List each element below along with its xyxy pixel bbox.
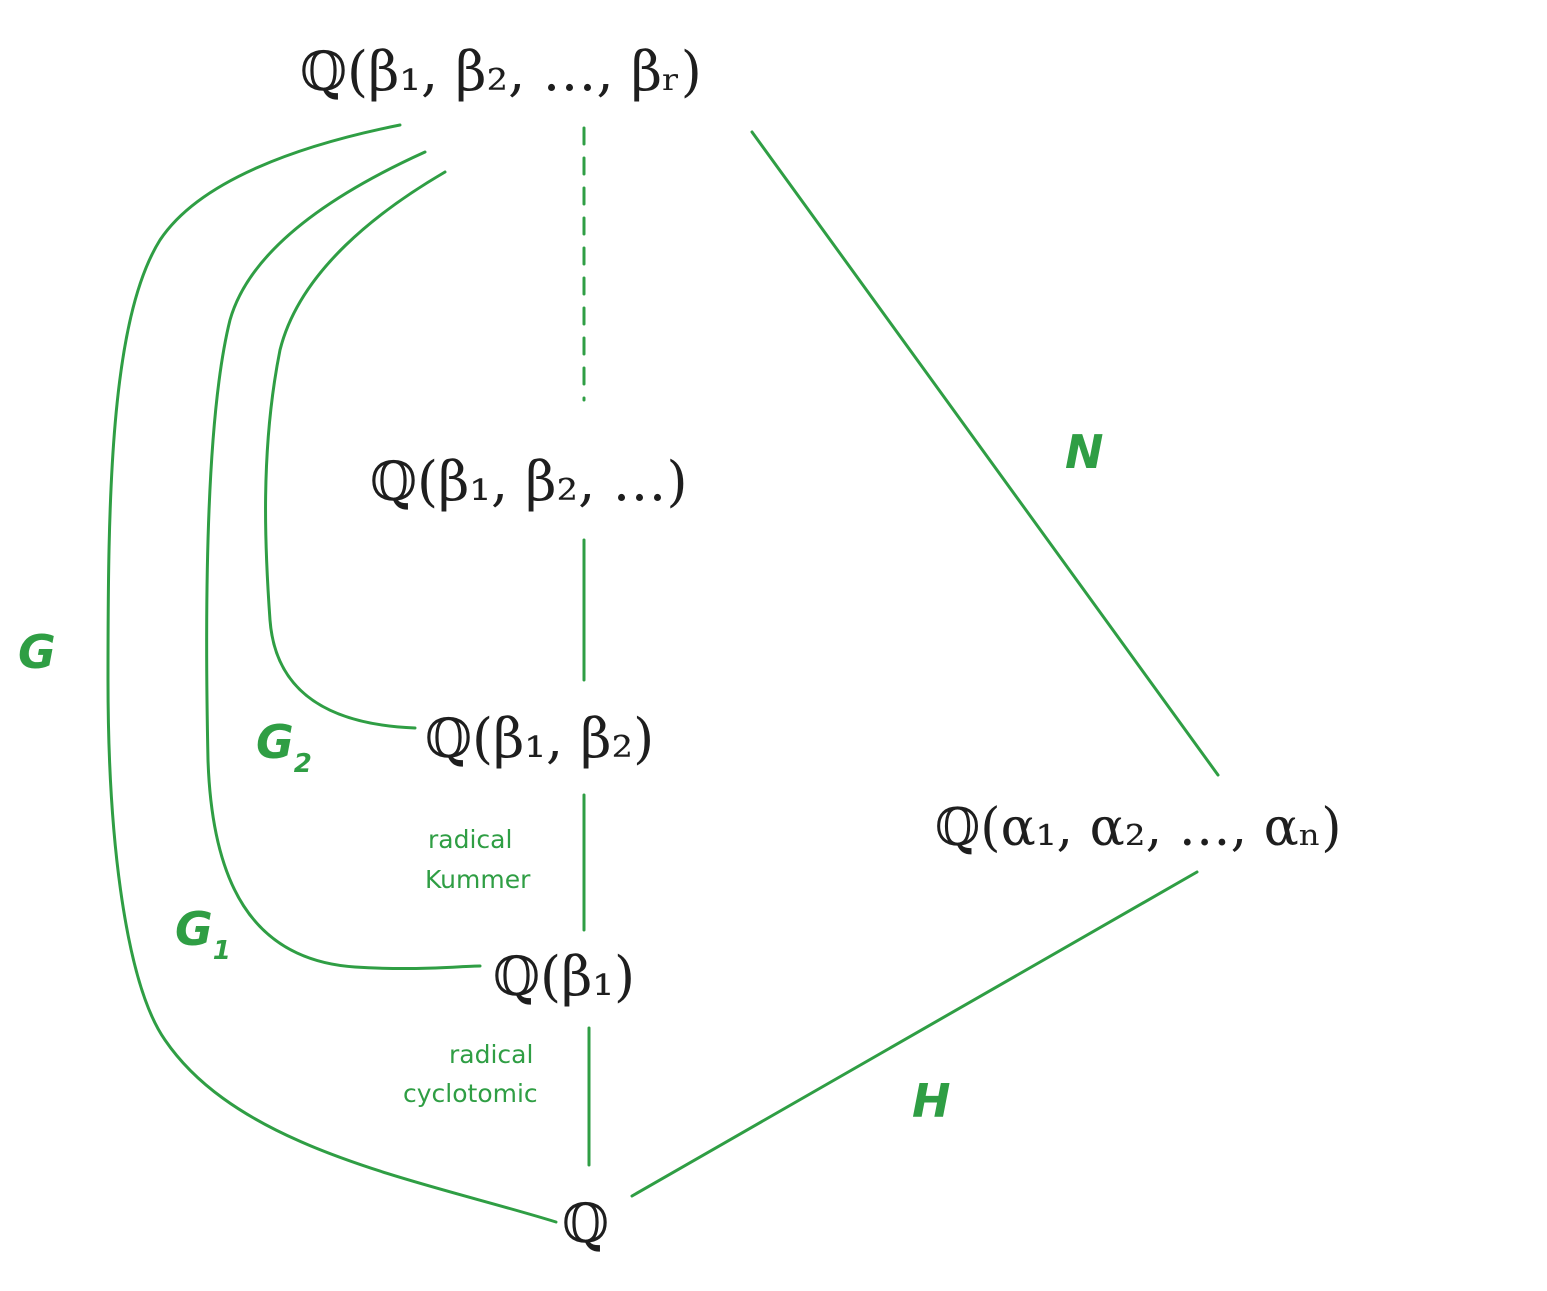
label-G2-main: G xyxy=(256,715,294,769)
edge-top-to-alpha xyxy=(750,130,1220,777)
label-G1-main: G xyxy=(175,902,213,956)
note-upper-kummer: Kummer xyxy=(425,865,531,894)
label-G1-subscript: 1 xyxy=(213,936,231,966)
curve-G1 xyxy=(205,150,482,971)
label-G2-subscript: 2 xyxy=(294,749,312,779)
note-lower-cyclotomic: cyclotomic xyxy=(403,1079,538,1108)
curve-G2 xyxy=(264,170,447,730)
note-lower-radical: radical xyxy=(449,1040,533,1069)
label-G: G xyxy=(18,625,56,679)
field-top: ℚ(β₁, β₂, …, βᵣ) xyxy=(300,40,702,103)
label-H: H xyxy=(912,1074,951,1128)
note-upper-radical: radical xyxy=(428,825,512,854)
label-G2: G2 xyxy=(256,715,312,779)
edge-alpha-to-base xyxy=(630,870,1199,1198)
field-level2: ℚ(β₁, β₂) xyxy=(425,707,654,770)
field-base: ℚ xyxy=(562,1192,609,1255)
field-level3: ℚ(β₁, β₂, …) xyxy=(370,450,688,513)
curve-G xyxy=(106,123,558,1224)
field-level1: ℚ(β₁) xyxy=(493,945,635,1008)
label-G1: G1 xyxy=(175,902,231,966)
field-alpha: ℚ(α₁, α₂, …, αₙ) xyxy=(935,798,1342,858)
label-N: N xyxy=(1065,425,1104,479)
